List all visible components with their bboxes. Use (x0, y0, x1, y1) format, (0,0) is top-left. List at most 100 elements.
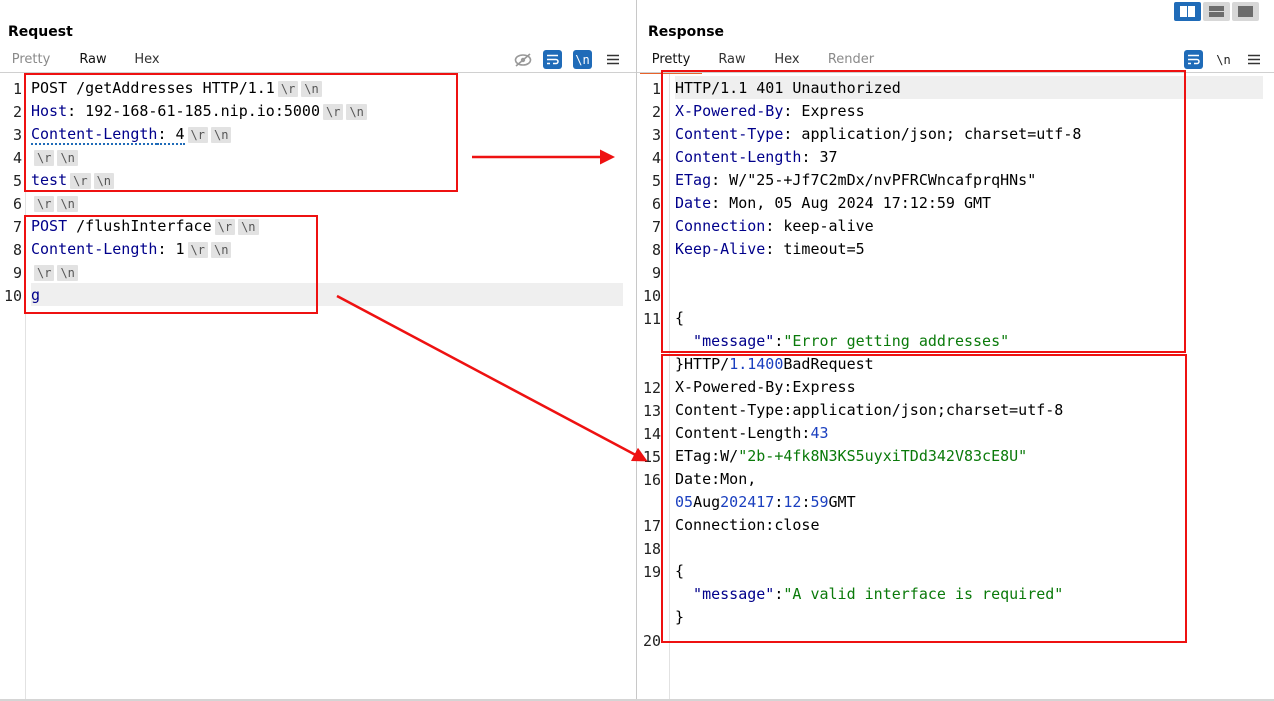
request-tab-divider (0, 72, 636, 73)
code-line: Content-Length: 37 (675, 148, 838, 166)
code-line: Content-Type:application/json;charset=ut… (675, 401, 1064, 419)
line-number: 1 (651, 80, 661, 98)
code-line: "message":"A valid interface is required… (675, 585, 1064, 603)
line-number: 7 (12, 218, 22, 236)
bottom-border (0, 699, 1274, 701)
code-line: X-Powered-By:Express (675, 378, 856, 396)
response-tab-divider (637, 72, 1274, 73)
line-number: 12 (642, 379, 661, 397)
crlf-marker: \r (187, 242, 208, 258)
split-horizontal-layout-icon[interactable] (1174, 2, 1201, 21)
code-line: Content-Length: 1\r\n (31, 238, 232, 261)
line-number: 10 (642, 287, 661, 305)
annotation-box-request-2 (24, 215, 318, 314)
layout-toggle-group (1174, 2, 1259, 22)
line-number: 9 (12, 264, 22, 282)
crlf-marker: \n (57, 196, 78, 212)
code-line: Connection:close (675, 516, 820, 534)
line-number: 16 (642, 471, 661, 489)
code-line: \r\n (31, 261, 78, 284)
code-line: g (31, 286, 41, 304)
line-number: 13 (642, 402, 661, 420)
wrap-icon[interactable] (1184, 50, 1203, 69)
response-tabs: Pretty Raw Hex Render (637, 50, 1274, 74)
code-line: { (675, 562, 685, 580)
crlf-marker: \n (238, 219, 259, 235)
line-number: 3 (651, 126, 661, 144)
line-number: 2 (651, 103, 661, 121)
code-line: X-Powered-By: Express (675, 102, 865, 120)
line-number: 18 (642, 540, 661, 558)
request-title: Request (8, 24, 73, 40)
line-number: 6 (12, 195, 22, 213)
request-tab-raw[interactable]: Raw (66, 50, 120, 74)
line-number: 5 (651, 172, 661, 190)
response-tab-pretty[interactable]: Pretty (640, 50, 702, 74)
response-title: Response (648, 24, 725, 40)
crlf-marker: \r (277, 81, 299, 97)
code-line: \r\n (31, 192, 78, 215)
crlf-marker: \r (214, 219, 236, 235)
line-number: 14 (642, 425, 661, 443)
code-line: } (675, 608, 685, 626)
newline-icon[interactable]: \n (1216, 52, 1231, 67)
line-number: 15 (642, 448, 661, 466)
code-line: Host: 192-168-61-185.nip.io:5000\r\n (31, 100, 367, 123)
menu-icon[interactable] (603, 50, 622, 69)
line-number: 9 (651, 264, 661, 282)
line-number: 5 (12, 172, 22, 190)
crlf-marker: \r (34, 150, 55, 166)
code-line: }HTTP/1.1400BadRequest (675, 355, 874, 373)
line-number: 10 (3, 287, 22, 305)
line-number: 8 (651, 241, 661, 259)
crlf-marker: \r (323, 104, 344, 120)
crlf-marker: \n (346, 104, 367, 120)
response-tab-hex[interactable]: Hex (774, 52, 800, 67)
response-panel: Response Pretty Raw Hex Render \n 1 HTTP/… (637, 0, 1274, 701)
code-line: HTTP/1.1 401 Unauthorized (675, 79, 901, 97)
line-number: 17 (642, 517, 661, 535)
code-line: ETag: W/"25-+Jf7C2mDx/nvPFRCWncafprqHNs" (675, 171, 1037, 189)
line-number: 4 (651, 149, 661, 167)
crlf-marker: \n (301, 81, 322, 97)
eye-slash-icon[interactable] (513, 50, 532, 69)
response-tab-render[interactable]: Render (827, 52, 875, 67)
menu-icon[interactable] (1244, 50, 1263, 69)
line-number: 3 (12, 126, 22, 144)
newline-icon[interactable]: \n (573, 50, 592, 69)
split-vertical-layout-icon[interactable] (1203, 2, 1230, 21)
code-line: 05Aug202417:12:59GMT (675, 493, 856, 511)
annotation-box-response-2 (661, 354, 1187, 643)
response-tab-raw[interactable]: Raw (718, 52, 746, 67)
line-number: 8 (12, 241, 22, 259)
code-line: ETag:W/"2b-+4fk8N3KS5uyxiTDd342V83cE8U" (675, 447, 1028, 465)
request-tab-pretty[interactable]: Pretty (11, 52, 51, 67)
code-line: Date: Mon, 05 Aug 2024 17:12:59 GMT (675, 194, 992, 212)
line-number: 1 (12, 80, 22, 98)
crlf-marker: \r (34, 265, 55, 281)
request-tabs: Pretty Raw Hex (0, 50, 636, 74)
crlf-marker: \n (210, 127, 232, 143)
code-line: Date:Mon, (675, 470, 757, 488)
wrap-icon[interactable] (543, 50, 562, 69)
code-line: test\r\n (31, 169, 115, 192)
code-line: Connection: keep-alive (675, 217, 874, 235)
crlf-marker: \n (57, 265, 78, 281)
line-number: 20 (642, 632, 661, 650)
code-line: Content-Type: application/json; charset=… (675, 125, 1082, 143)
response-line-gutter (637, 74, 670, 701)
line-number: 7 (651, 218, 661, 236)
request-tab-hex[interactable]: Hex (134, 52, 160, 67)
crlf-marker: \n (210, 242, 232, 258)
code-line: Content-Length: 4\r\n (31, 123, 232, 146)
single-pane-layout-icon[interactable] (1232, 2, 1259, 21)
code-line: Content-Length:43 (675, 424, 829, 442)
line-number: 2 (12, 103, 22, 121)
crlf-marker: \r (187, 127, 208, 143)
crlf-marker: \n (57, 150, 78, 166)
current-line-highlight (675, 76, 1263, 99)
line-number: 19 (642, 563, 661, 581)
code-line: "message":"Error getting addresses" (675, 332, 1010, 350)
code-line: Keep-Alive: timeout=5 (675, 240, 865, 258)
crlf-marker: \n (93, 173, 115, 189)
